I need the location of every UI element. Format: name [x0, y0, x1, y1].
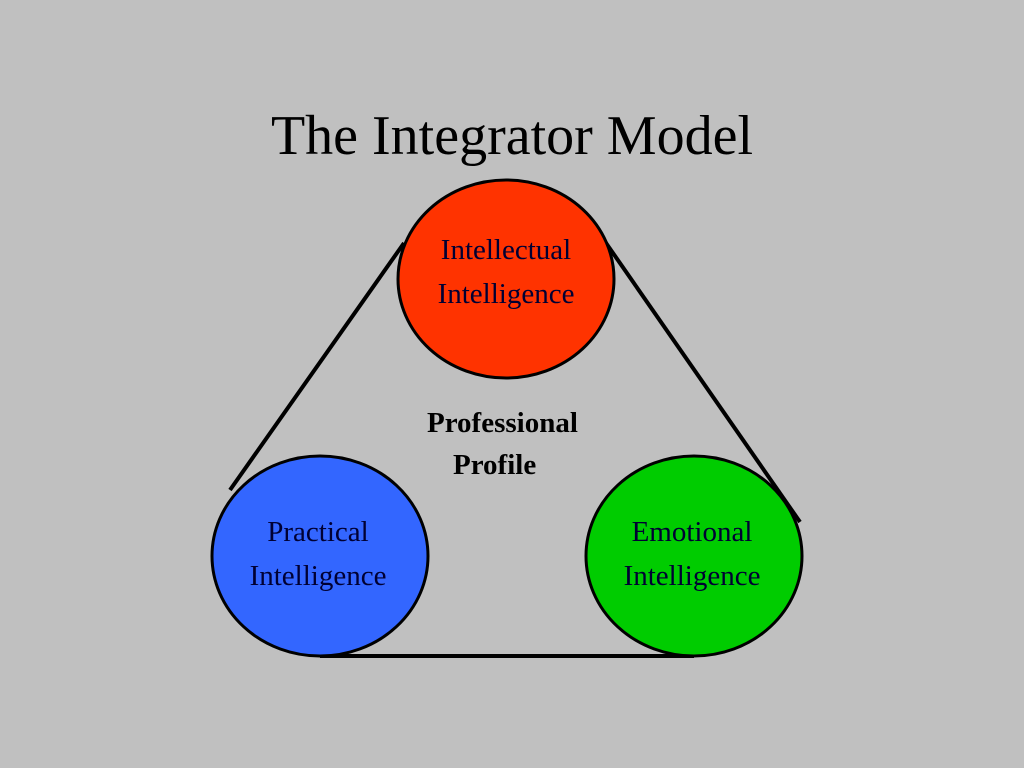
- intellectual-label-line2: Intelligence: [437, 278, 575, 310]
- practical-label-line2: Intelligence: [249, 560, 387, 592]
- emotional-intelligence-label: Emotional Intelligence: [592, 510, 792, 598]
- practical-label-line1: Practical: [267, 516, 369, 548]
- practical-intelligence-circle: [210, 454, 430, 658]
- connector-top-left: [228, 241, 406, 492]
- center-label-line1: Professional: [427, 407, 578, 439]
- practical-intelligence-label: Practical Intelligence: [218, 510, 418, 598]
- connector-top-right: [604, 241, 802, 524]
- emotional-intelligence-circle: [584, 454, 804, 658]
- center-label-line2: Profile: [453, 449, 537, 481]
- intellectual-intelligence-circle: [396, 178, 616, 380]
- emotional-label-line1: Emotional: [631, 516, 753, 548]
- professional-profile-label: Professional Profile: [427, 402, 647, 486]
- intellectual-intelligence-label: Intellectual Intelligence: [406, 228, 606, 316]
- emotional-label-line2: Intelligence: [623, 560, 761, 592]
- slide-title: The Integrator Model: [270, 105, 754, 167]
- intellectual-label-line1: Intellectual: [440, 234, 572, 266]
